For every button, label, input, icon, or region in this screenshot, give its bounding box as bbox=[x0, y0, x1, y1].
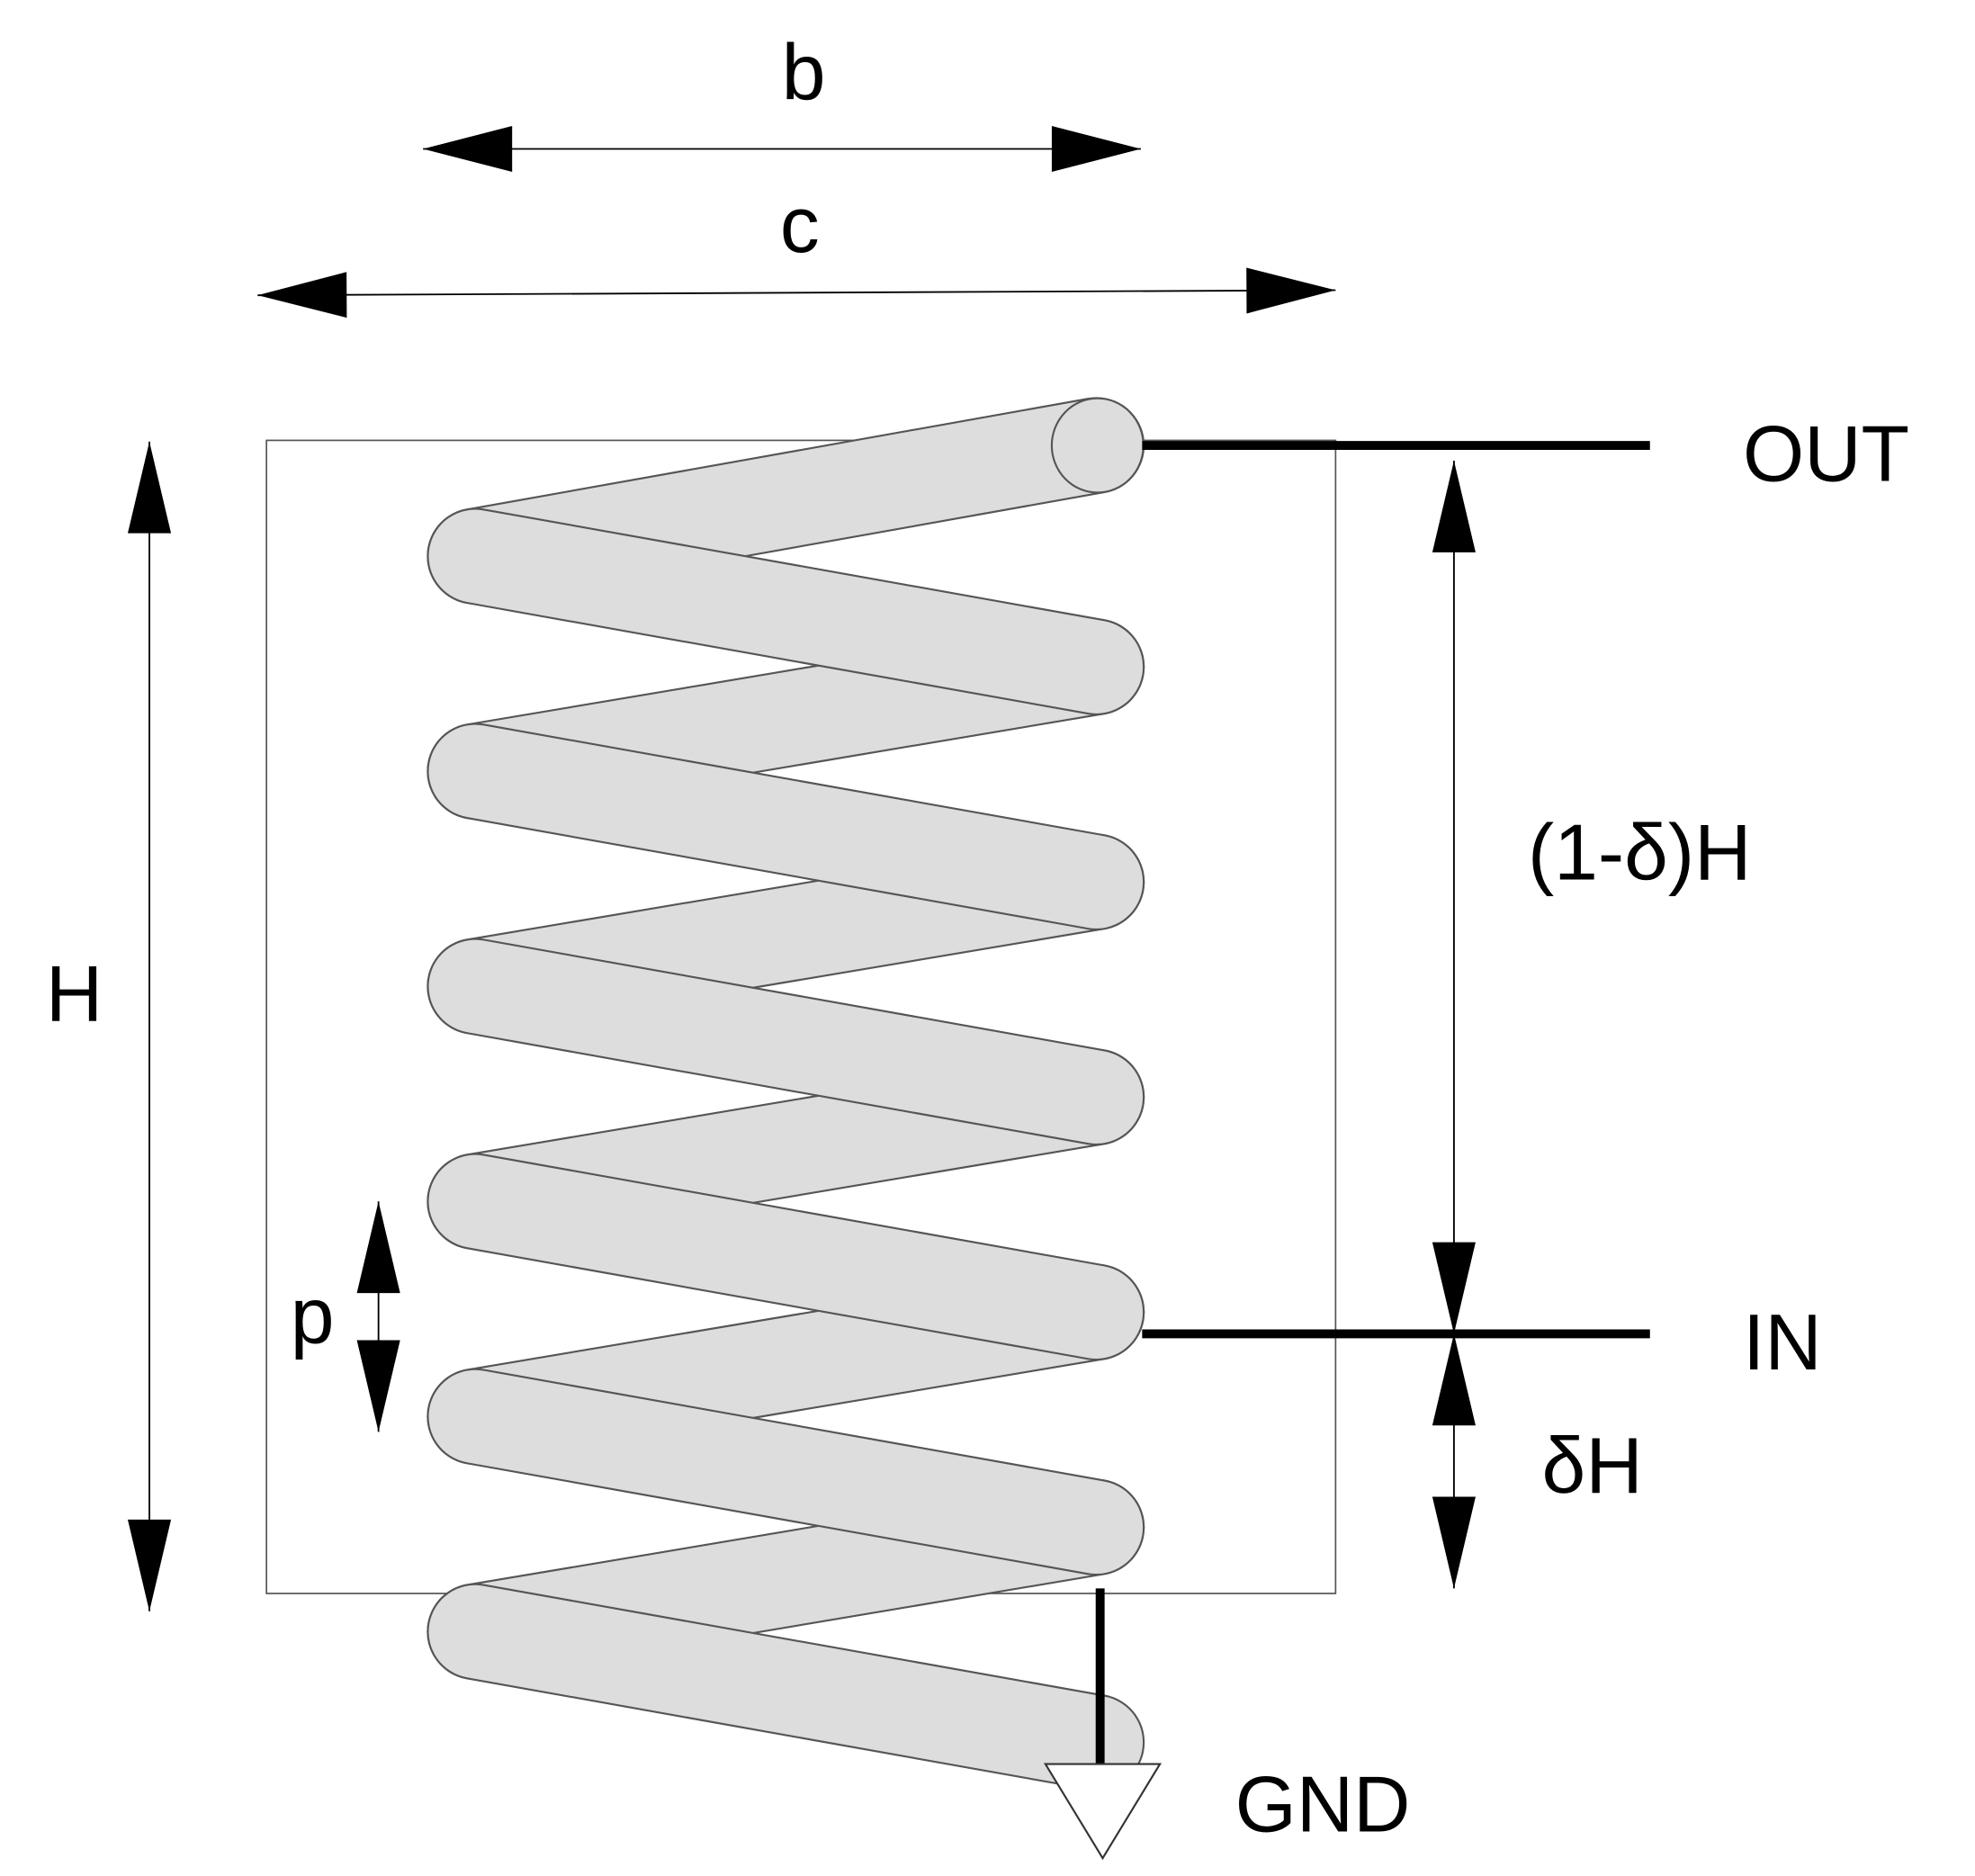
label-h: H bbox=[46, 949, 103, 1037]
dim-b-arrow-head-start bbox=[423, 126, 513, 172]
label-b: b bbox=[782, 28, 826, 116]
coil-front-strand bbox=[428, 1154, 1144, 1359]
dim-h-arrow-head-start bbox=[127, 441, 172, 534]
dim-b-arrow-head-end bbox=[1051, 126, 1141, 172]
coil-front-strand bbox=[428, 939, 1144, 1144]
dim-upper-height-arrow-head-start bbox=[1432, 461, 1476, 552]
label-out: OUT bbox=[1743, 410, 1909, 498]
label-upper-height: (1-δ)H bbox=[1528, 808, 1752, 896]
coil-front-strand bbox=[428, 1584, 1144, 1790]
coil-top-end-cap bbox=[1050, 397, 1145, 494]
coil-front-strand bbox=[428, 1369, 1144, 1575]
dim-upper-height-arrow-head-end bbox=[1432, 1242, 1476, 1334]
dim-h-arrow-head-end bbox=[127, 1519, 172, 1611]
dim-lower-height-arrow-head-end bbox=[1432, 1496, 1476, 1589]
coil-front-strand bbox=[428, 724, 1144, 929]
label-lower-height: δH bbox=[1542, 1422, 1643, 1510]
dim-c-arrow-line bbox=[257, 289, 1336, 297]
label-p: p bbox=[291, 1271, 335, 1360]
dimension-arrows bbox=[127, 126, 1476, 1611]
dim-p-arrow-head-end bbox=[356, 1340, 400, 1432]
dim-c-arrow-head-end bbox=[1246, 267, 1336, 314]
dim-lower-height-arrow-head-start bbox=[1432, 1333, 1476, 1426]
dim-c-arrow-head-start bbox=[257, 272, 347, 319]
helical-coil bbox=[426, 397, 1145, 1791]
label-gnd: GND bbox=[1235, 1760, 1411, 1848]
dim-p-arrow-head-start bbox=[356, 1201, 400, 1294]
coil-front-strand bbox=[428, 509, 1144, 714]
label-c: c bbox=[780, 181, 820, 269]
ground-symbol bbox=[1043, 1763, 1163, 1861]
label-in: IN bbox=[1743, 1298, 1822, 1387]
